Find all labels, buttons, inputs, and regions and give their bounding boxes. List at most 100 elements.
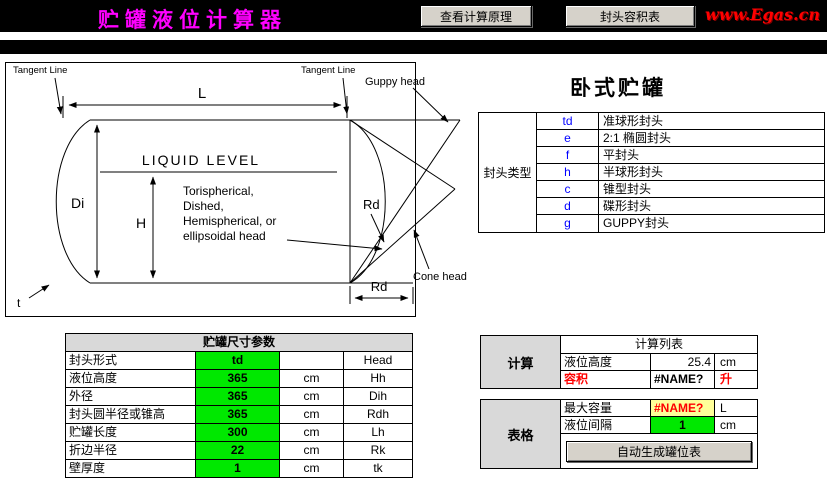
- dim-H-label: H: [136, 215, 146, 231]
- dim-t-label: t: [17, 296, 21, 310]
- head-type-code: d: [537, 198, 599, 214]
- head-type-code: g: [537, 215, 599, 232]
- level-interval-input[interactable]: 1: [651, 417, 715, 433]
- head-note-line-4: ellipsoidal head: [183, 229, 266, 243]
- head-volume-table-button[interactable]: 封头容积表: [565, 5, 695, 27]
- head-type-code: f: [537, 147, 599, 163]
- calc-liquid-height-input[interactable]: 25.4: [651, 354, 715, 370]
- knuckle-radius-input[interactable]: 22: [196, 442, 280, 459]
- table-gen-row-unit: cm: [720, 418, 736, 432]
- cone-head-label: Cone head: [413, 271, 467, 283]
- calc-row-label: 容积: [561, 371, 651, 388]
- rd-side-label: Rd: [363, 197, 380, 212]
- table-gen-row-unit: L: [720, 401, 727, 415]
- volume-result-value: #NAME?: [651, 371, 715, 388]
- head-note-line-1: Torispherical,: [183, 184, 254, 198]
- head-note-line-2: Dished,: [183, 199, 224, 213]
- rd-bottom-label: Rd: [371, 279, 388, 294]
- param-symbol: Dih: [368, 389, 387, 403]
- app-title: 贮罐液位计算器: [98, 9, 287, 32]
- param-label: 封头圆半径或锥高: [66, 406, 196, 423]
- head-note-leader-arrow: [286, 239, 383, 252]
- table-gen-row: 最大容量 #NAME? L: [561, 400, 757, 417]
- auto-generate-level-table-button[interactable]: 自动生成罐位表: [566, 440, 752, 462]
- calc-row-unit: cm: [720, 355, 736, 369]
- table-generator-content: 最大容量 #NAME? L 液位间隔 1 cm 自动生成罐位表: [561, 400, 757, 468]
- tank-diagram: Tangent Line Tangent Line L Di H LIQUID …: [5, 58, 481, 322]
- calc-list: 计算列表 液位高度 25.4 cm 容积 #NAME? 升: [561, 336, 757, 388]
- param-label: 壁厚度: [66, 460, 196, 477]
- head-type-name: 2:1 椭圆封头: [603, 131, 672, 145]
- param-symbol: Head: [363, 353, 393, 367]
- egas-logo: www.Egas.cn: [705, 5, 820, 24]
- param-row: 贮罐长度 300 cm Lh: [66, 424, 412, 442]
- tank-params-title: 贮罐尺寸参数: [66, 334, 412, 352]
- dim-Di-label: Di: [71, 195, 84, 211]
- head-type-name: 平封头: [603, 148, 640, 162]
- liquid-height-param-input[interactable]: 365: [196, 370, 280, 387]
- wall-thickness-input[interactable]: 1: [196, 460, 280, 477]
- param-label: 折边半径: [66, 442, 196, 459]
- tank-length-input[interactable]: 300: [196, 424, 280, 441]
- param-row: 封头圆半径或锥高 365 cm Rdh: [66, 406, 412, 424]
- head-type-row: c 锥型封头: [537, 181, 824, 198]
- head-type-name: 半球形封头: [603, 165, 664, 179]
- head-type-row: d 碟形封头: [537, 198, 824, 215]
- param-label: 外径: [66, 388, 196, 405]
- tangent-line-left-label: Tangent Line: [13, 65, 67, 76]
- param-unit: cm: [280, 388, 344, 405]
- tangent-line-right-label: Tangent Line: [301, 65, 355, 76]
- head-type-row: f 平封头: [537, 147, 824, 164]
- head-type-name: 碟形封头: [603, 199, 652, 213]
- table-gen-row-label: 最大容量: [561, 400, 651, 416]
- view-calculation-principle-button[interactable]: 查看计算原理: [420, 5, 532, 27]
- table-generator-panel: 表格 最大容量 #NAME? L 液位间隔 1 cm 自动生成罐位表: [480, 399, 758, 469]
- param-label: 贮罐长度: [66, 424, 196, 441]
- param-label: 封头形式: [66, 352, 196, 369]
- head-type-row: e 2:1 椭圆封头: [537, 130, 824, 147]
- head-type-row: g GUPPY封头: [537, 215, 824, 232]
- calc-row-unit: 升: [720, 372, 733, 386]
- head-type-rows: td 准球形封头 e 2:1 椭圆封头 f 平封头 h 半球形封头 c 锥型封头…: [537, 113, 824, 232]
- param-row: 外径 365 cm Dih: [66, 388, 412, 406]
- param-symbol: tk: [373, 461, 383, 475]
- tank-params-table: 贮罐尺寸参数 封头形式 td Head 液位高度 365 cm Hh 外径 36…: [65, 333, 413, 478]
- calc-row: 容积 #NAME? 升: [561, 371, 757, 388]
- liquid-level-label: LIQUID LEVEL: [142, 152, 260, 168]
- head-type-code: td: [537, 113, 599, 129]
- param-unit: cm: [280, 370, 344, 387]
- param-symbol: Rk: [370, 443, 386, 457]
- horizontal-tank-title: 卧式贮罐: [570, 77, 666, 100]
- head-type-name: GUPPY封头: [603, 216, 670, 230]
- head-type-table-label: 封头类型: [479, 113, 537, 232]
- calc-list-header: 计算列表: [561, 336, 757, 354]
- guppy-head-leader-arrow: [412, 87, 449, 123]
- calc-section-label: 计算: [481, 336, 561, 388]
- head-type-table: 封头类型 td 准球形封头 e 2:1 椭圆封头 f 平封头 h 半球形封头 c…: [478, 112, 825, 233]
- cone-head-leader-arrow: [413, 229, 430, 270]
- cone-head-lines: [349, 119, 456, 284]
- rd-side-leader-arrow: [370, 213, 385, 243]
- dim-L-label: L: [198, 85, 206, 102]
- Rd-dim-ticks: [349, 286, 414, 304]
- head-type-name: 准球形封头: [603, 114, 664, 128]
- calc-row-label: 液位高度: [561, 354, 651, 370]
- param-row: 液位高度 365 cm Hh: [66, 370, 412, 388]
- tangent-right-leader-arrow: [342, 77, 350, 115]
- calc-panel: 计算 计算列表 液位高度 25.4 cm 容积 #NAME? 升: [480, 335, 758, 389]
- outer-diameter-input[interactable]: 365: [196, 388, 280, 405]
- head-radius-input[interactable]: 365: [196, 406, 280, 423]
- tank-shell-outline: [90, 119, 351, 284]
- param-symbol: Lh: [371, 425, 385, 439]
- separator-bar: [0, 40, 827, 54]
- param-unit: cm: [280, 406, 344, 423]
- title-bar: 贮罐液位计算器 查看计算原理 封头容积表 www.Egas.cn: [0, 0, 827, 32]
- tangent-left-leader-arrow: [54, 77, 63, 115]
- calc-row: 液位高度 25.4 cm: [561, 354, 757, 371]
- tank-diagram-svg: Tangent Line Tangent Line L Di H LIQUID …: [5, 62, 467, 317]
- head-note-line-3: Hemispherical, or: [183, 214, 276, 228]
- head-type-row: h 半球形封头: [537, 164, 824, 181]
- head-type-name: 锥型封头: [603, 182, 652, 196]
- head-type-input[interactable]: td: [196, 352, 280, 369]
